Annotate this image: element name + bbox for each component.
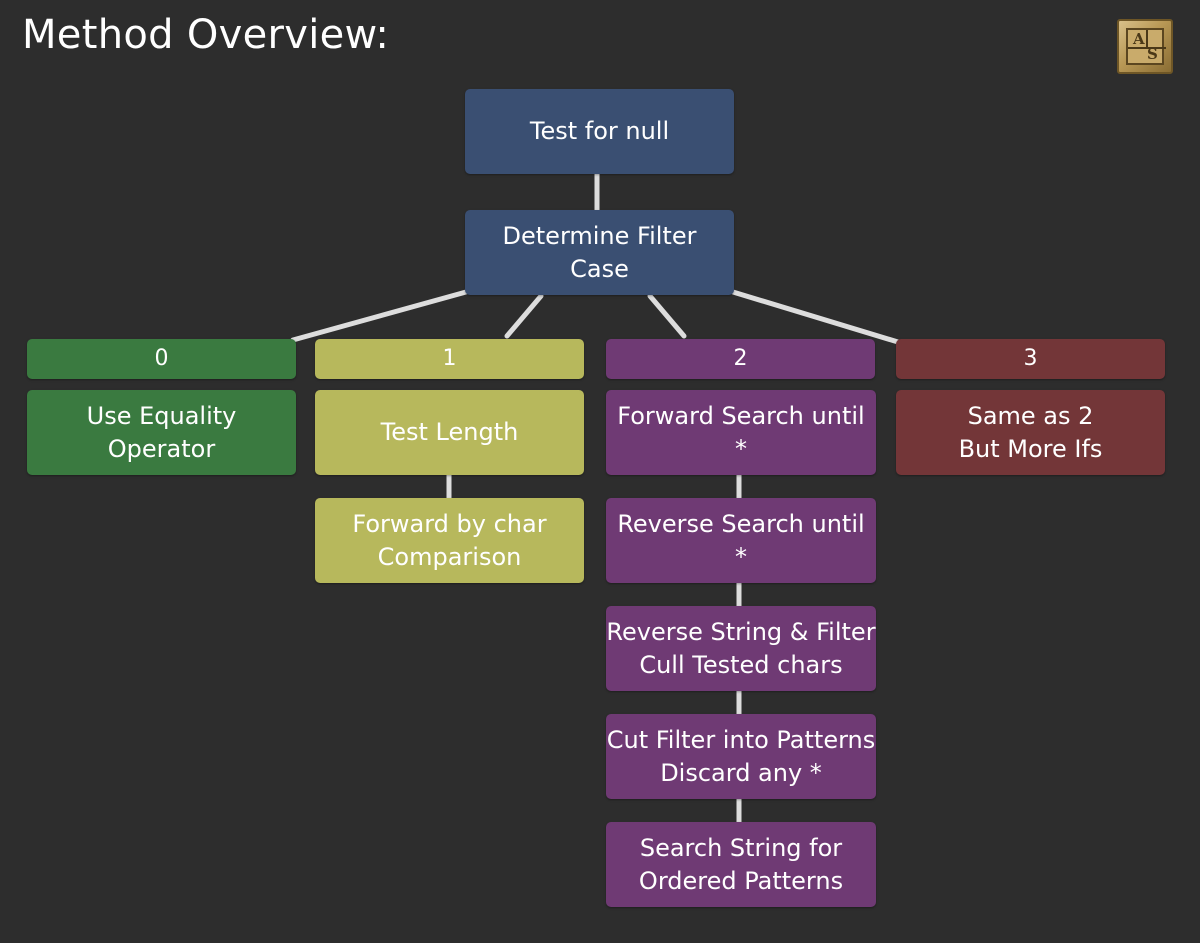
node-test-null: Test for null	[465, 89, 734, 174]
case1-header: 1	[315, 339, 584, 379]
case0-step-1: Use Equality Operator	[27, 390, 296, 475]
case2-header: 2	[606, 339, 875, 379]
node-determine-filter-case: Determine Filter Case	[465, 210, 734, 295]
logo-icon: A S	[1117, 19, 1173, 74]
case0-header: 0	[27, 339, 296, 379]
connector-filter-to-case1	[504, 293, 544, 339]
connector-filter-to-case2	[647, 293, 687, 339]
connector-filter-to-case0	[290, 289, 469, 343]
case2-step-3: Reverse String & Filter Cull Tested char…	[606, 606, 876, 691]
case2-step-4: Cut Filter into Patterns Discard any *	[606, 714, 876, 799]
case2-step-1: Forward Search until *	[606, 390, 876, 475]
connector-filter-to-case3	[730, 289, 901, 345]
case3-step-1: Same as 2 But More Ifs	[896, 390, 1165, 475]
logo-letter-a: A	[1133, 30, 1145, 48]
case1-step-1: Test Length	[315, 390, 584, 475]
case3-header: 3	[896, 339, 1165, 379]
case2-step-5: Search String for Ordered Patterns	[606, 822, 876, 907]
case2-step-2: Reverse Search until *	[606, 498, 876, 583]
logo-letter-s: S	[1147, 45, 1158, 63]
page-title: Method Overview:	[22, 12, 390, 58]
case1-step-2: Forward by char Comparison	[315, 498, 584, 583]
